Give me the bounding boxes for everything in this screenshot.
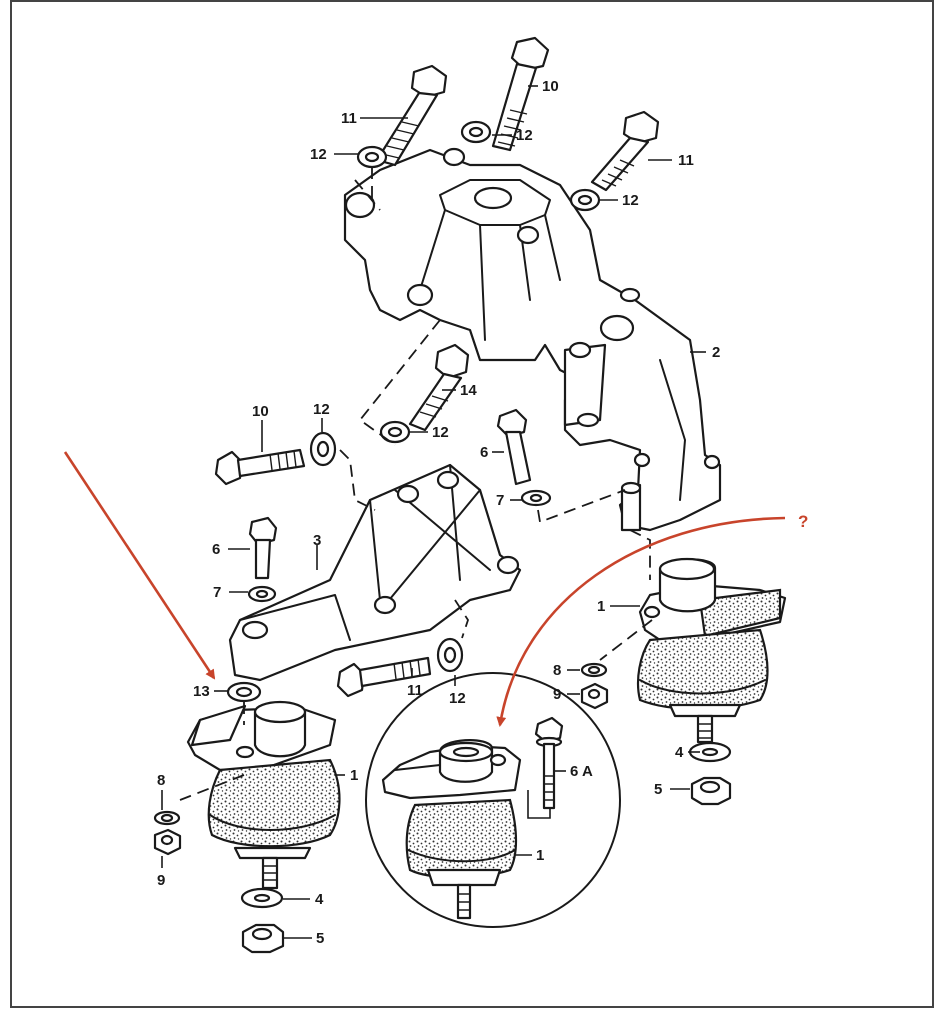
callout-2: 2: [712, 344, 720, 361]
callout-1: 1: [597, 598, 605, 615]
bracket-3: [228, 463, 522, 682]
callout-5: 5: [654, 781, 662, 798]
question-mark-label: ?: [798, 512, 808, 531]
callout-12: 12: [622, 192, 639, 209]
callout-12: 12: [313, 401, 330, 418]
leader-lines: [161, 85, 706, 939]
callout-11: 11: [678, 152, 694, 169]
bolt-11-right: [590, 110, 660, 192]
callout-labels: 10 11 12 12 11 12 2 14 12 10 12 6 7 6 3 …: [157, 78, 720, 947]
callout-12: 12: [432, 424, 449, 441]
carrier-bracket: [343, 147, 722, 532]
callout-9: 9: [157, 872, 165, 889]
callout-8: 8: [553, 662, 561, 679]
bolt-10-top: [491, 36, 550, 152]
left-mount-hardware: [153, 810, 285, 954]
callout-6: 6: [212, 541, 220, 558]
bolt-10-left: [214, 431, 337, 486]
callout-9: 9: [553, 686, 561, 703]
callout-6: 6: [480, 444, 488, 461]
callout-12: 12: [516, 127, 533, 144]
callout-12: 12: [449, 690, 466, 707]
callout-8: 8: [157, 772, 165, 789]
callout-10: 10: [252, 403, 269, 420]
detail-inset: [365, 672, 621, 928]
callout-1: 1: [536, 847, 544, 864]
bolt-6-left: [247, 516, 278, 603]
engine-mount-right: [636, 557, 787, 744]
callout-11: 11: [341, 110, 357, 127]
callout-6a: 6 A: [570, 763, 593, 780]
diagram-frame: [10, 0, 934, 1008]
annotation-arrow-curved: [496, 516, 786, 727]
engine-mount-left: [179, 681, 341, 890]
callout-5: 5: [316, 930, 324, 947]
callout-10: 10: [542, 78, 559, 95]
bolt-11-bottom: [336, 637, 464, 698]
bolt-6-right: [496, 408, 552, 507]
callout-14: 14: [460, 382, 477, 399]
annotation-arrow-straight: [63, 451, 216, 680]
callout-3: 3: [313, 532, 321, 549]
bolt-14: [379, 343, 470, 444]
callout-13: 13: [193, 683, 210, 700]
bolt-11-left: [375, 64, 448, 167]
callout-4: 4: [675, 744, 684, 761]
red-annotations: ?: [63, 451, 808, 727]
callout-11: 11: [407, 682, 423, 699]
callout-7: 7: [496, 492, 504, 509]
callout-1: 1: [350, 767, 358, 784]
callout-12: 12: [310, 146, 327, 163]
callout-4: 4: [315, 891, 324, 908]
callout-7: 7: [213, 584, 221, 601]
